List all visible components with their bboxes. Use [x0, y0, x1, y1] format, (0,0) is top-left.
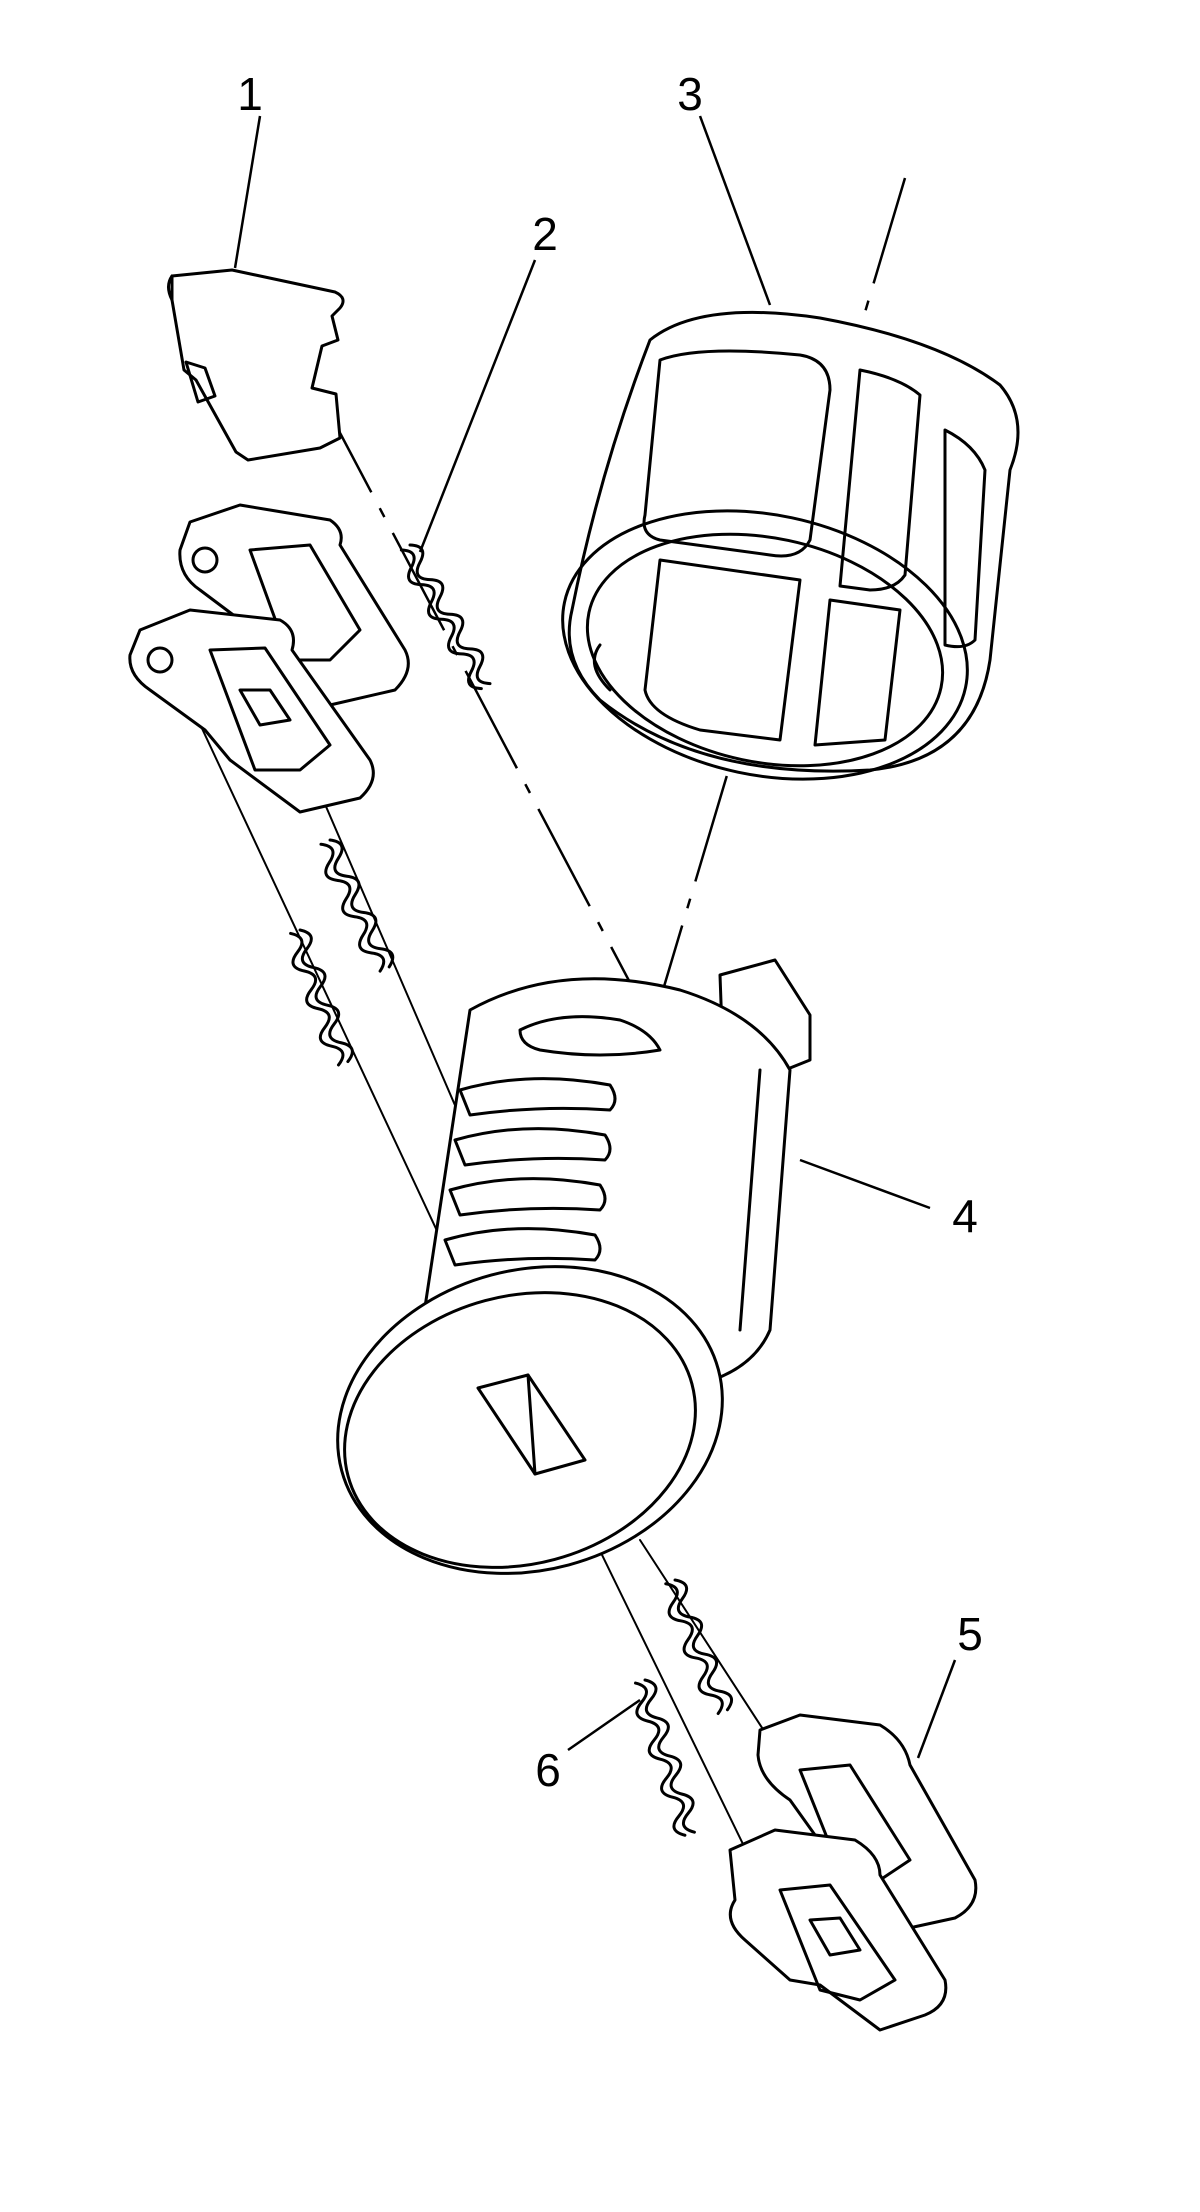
leader-lines — [233, 115, 957, 1759]
callout-1: 1 — [237, 68, 263, 120]
key-slot-icon — [476, 1373, 587, 1476]
sleeve-window-2 — [838, 368, 922, 592]
cylinder-face — [343, 1291, 697, 1569]
cylinder-wafer-slots — [443, 1077, 617, 1267]
upper-tumbler-cutout-front — [208, 646, 332, 772]
leader-3 — [698, 115, 772, 306]
leader-6 — [567, 1698, 641, 1752]
lower-tumbler-plates — [728, 1713, 978, 2032]
upper-tumbler-hole-front — [146, 646, 174, 674]
cylinder-part — [336, 958, 812, 1575]
spring-lower-a — [664, 1578, 734, 1716]
spring-lower-b — [633, 1678, 696, 1837]
callout-2: 2 — [532, 208, 558, 260]
sleeve-window-5 — [813, 598, 902, 747]
upper-tumbler-plates — [128, 503, 410, 814]
leader-5 — [916, 1659, 957, 1759]
cylinder-body-edge — [738, 1068, 762, 1332]
callout-5: 5 — [957, 1608, 983, 1660]
callout-6: 6 — [535, 1744, 561, 1796]
spring-upper — [399, 543, 492, 691]
spring-mid-a — [319, 838, 395, 973]
key-slot-divider — [526, 1373, 537, 1476]
leader-4 — [799, 1158, 931, 1210]
upper-tumbler-notch-front — [238, 688, 292, 727]
sleeve-front-rim — [561, 509, 969, 781]
sleeve-window-3 — [943, 428, 987, 649]
sleeve-part — [561, 310, 1020, 781]
leader-2 — [418, 259, 537, 553]
axis-line-lower-b — [639, 1539, 771, 1741]
cap-body — [170, 268, 345, 462]
sleeve-window-1 — [642, 349, 832, 558]
cap-edge — [167, 274, 174, 302]
lower-tumbler-cutout-front — [778, 1883, 897, 2002]
lower-tumbler-notch-front — [808, 1916, 862, 1957]
leader-1 — [233, 115, 262, 269]
cylinder-top-slot — [518, 1015, 662, 1057]
axis-line-tumbler-a — [169, 659, 461, 1281]
axis-line-sleeve — [658, 177, 907, 1001]
spring-mid-b — [289, 928, 354, 1067]
callout-labels: 1 2 3 4 5 6 — [237, 68, 983, 1796]
upper-tumbler-hole-back — [191, 546, 219, 574]
callout-3: 3 — [677, 68, 703, 120]
sleeve-slot — [592, 643, 612, 692]
sleeve-inner-rim — [585, 532, 945, 768]
cap-tab — [184, 360, 217, 404]
callout-4: 4 — [952, 1190, 978, 1242]
sleeve-window-4 — [643, 558, 802, 742]
cap-part — [167, 268, 345, 462]
lower-tumbler-plate-front — [728, 1828, 948, 2032]
axis-line-cap — [318, 394, 657, 1031]
upper-tumbler-plate-back — [178, 503, 410, 707]
springs — [289, 543, 734, 1837]
